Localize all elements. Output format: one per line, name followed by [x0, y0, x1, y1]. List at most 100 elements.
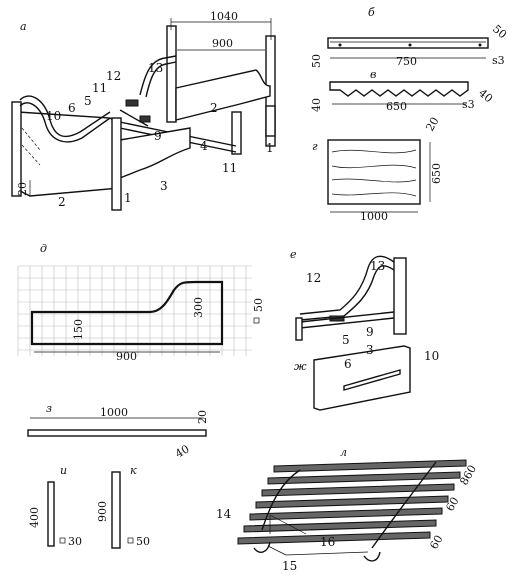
fig-label-a: а	[20, 20, 27, 33]
dim-30: 30	[68, 535, 82, 548]
fig-zh-slotted-panel: ж 6 3 10	[294, 343, 439, 411]
dim-20-g: 20	[423, 115, 441, 134]
slat	[261, 483, 455, 497]
panel-part-6: 6	[344, 357, 352, 371]
dim-1000-z: 1000	[100, 406, 128, 419]
slat	[267, 471, 461, 485]
detail-part-12: 12	[306, 271, 321, 285]
dim-900-a: 900	[212, 37, 233, 50]
part-11-bottom: 11	[222, 161, 237, 175]
fig-label-g: г	[312, 140, 318, 153]
slat	[273, 459, 467, 473]
panel-part-3: 3	[366, 343, 374, 357]
slat	[249, 507, 443, 521]
dim-s3-v: s3	[462, 98, 475, 111]
slat	[255, 495, 449, 509]
part-3: 3	[160, 179, 168, 193]
dim-s3-b: s3	[492, 54, 505, 67]
fig-a-bed-assembly: а 1040 900	[11, 10, 276, 211]
fig-label-b: б	[368, 6, 375, 19]
panel-part-10: 10	[424, 349, 439, 363]
dim-60-slat-width: 60	[443, 495, 461, 514]
post-900	[111, 471, 121, 549]
detail-part-13: 13	[370, 259, 385, 273]
dim-50-b-side: 50	[310, 54, 323, 68]
board-1000x650	[327, 139, 421, 205]
part-10: 10	[46, 109, 61, 123]
fig-label-d: д	[40, 242, 47, 255]
detail-head-curve	[299, 255, 395, 315]
part-1-right: 1	[266, 141, 274, 155]
dim-150: 150	[72, 319, 85, 340]
fig-e-head-detail: е 12 13 9 5	[290, 248, 407, 347]
dim-650-v: 650	[386, 100, 407, 113]
detail-post	[393, 257, 407, 335]
fig-label-z: з	[46, 402, 52, 415]
post-400	[47, 481, 55, 547]
detail-part-5: 5	[342, 333, 350, 347]
slat-part-15: 15	[282, 559, 297, 573]
fig-label-l: л	[340, 446, 347, 459]
clamp-piece	[125, 99, 139, 107]
fig-l-slat-base: л 14 16 15 860 60 60	[216, 446, 479, 573]
part-9: 9	[154, 129, 162, 143]
dim-40-z: 40	[173, 442, 192, 460]
fig-v-serrated-bar: в 650 40 40 s3	[310, 68, 495, 113]
fig-label-e: е	[290, 248, 297, 261]
dim-650-g: 650	[430, 163, 443, 184]
part-5: 5	[84, 94, 92, 108]
front-head-curve	[19, 95, 111, 138]
dim-1040: 1040	[210, 10, 238, 23]
slotted-panel	[313, 345, 411, 411]
dim-900-k: 900	[96, 501, 109, 522]
fig-d-pattern: д 150 300 900 50	[17, 242, 265, 363]
fig-b-bar: б 750 50 50 s3	[310, 6, 509, 68]
slat-part-16: 16	[320, 535, 335, 549]
dim-50-d: 50	[252, 298, 265, 312]
part-11-top: 11	[92, 81, 107, 95]
bar-750	[327, 37, 489, 49]
dim-1000-g: 1000	[360, 210, 388, 223]
slat-part-14: 14	[216, 507, 232, 521]
fig-g-board: г 1000 650 20	[312, 115, 443, 223]
detail-part-9: 9	[366, 325, 374, 339]
front-headboard	[17, 111, 121, 197]
rear-head-curve	[139, 55, 177, 96]
dim-400: 400	[28, 507, 41, 528]
dim-750: 750	[396, 55, 417, 68]
lower-side-panel	[119, 127, 191, 180]
right-side-panel	[175, 69, 271, 121]
front-mid-post	[111, 117, 122, 211]
dim-20-z: 20	[196, 410, 209, 424]
part-6: 6	[68, 101, 76, 115]
serrated-bar-650	[329, 81, 469, 97]
dim-40-v-end: 40	[476, 86, 495, 105]
rail-1000	[27, 429, 207, 437]
part-2-right: 2	[210, 101, 218, 115]
front-right-post	[231, 111, 242, 155]
slat	[243, 519, 437, 533]
fig-label-zh: ж	[294, 360, 307, 373]
fig-z-rail: з 1000 20 40	[27, 402, 209, 461]
part-4: 4	[200, 139, 208, 153]
fig-label-v: в	[370, 68, 376, 81]
part-2-left: 2	[58, 195, 66, 209]
dim-300: 300	[192, 297, 205, 318]
dim-50-b-top: 50	[490, 22, 509, 41]
dim-900-d: 900	[116, 350, 137, 363]
back-left-post	[166, 25, 177, 123]
side-panel-template	[30, 280, 224, 346]
dim-60-slat-gap: 60	[427, 533, 445, 552]
part-12: 12	[106, 69, 121, 83]
part-13: 13	[148, 61, 163, 75]
dim-40-v-side: 40	[310, 98, 323, 112]
fig-label-i: и	[60, 464, 67, 477]
fig-k-post: к 900 50	[96, 464, 150, 549]
fig-i-post: и 400 30	[28, 464, 82, 548]
fig-label-k: к	[130, 464, 137, 477]
part-1-left: 1	[124, 191, 132, 205]
front-left-post	[11, 101, 22, 197]
dim-20-a: 20	[16, 182, 29, 196]
